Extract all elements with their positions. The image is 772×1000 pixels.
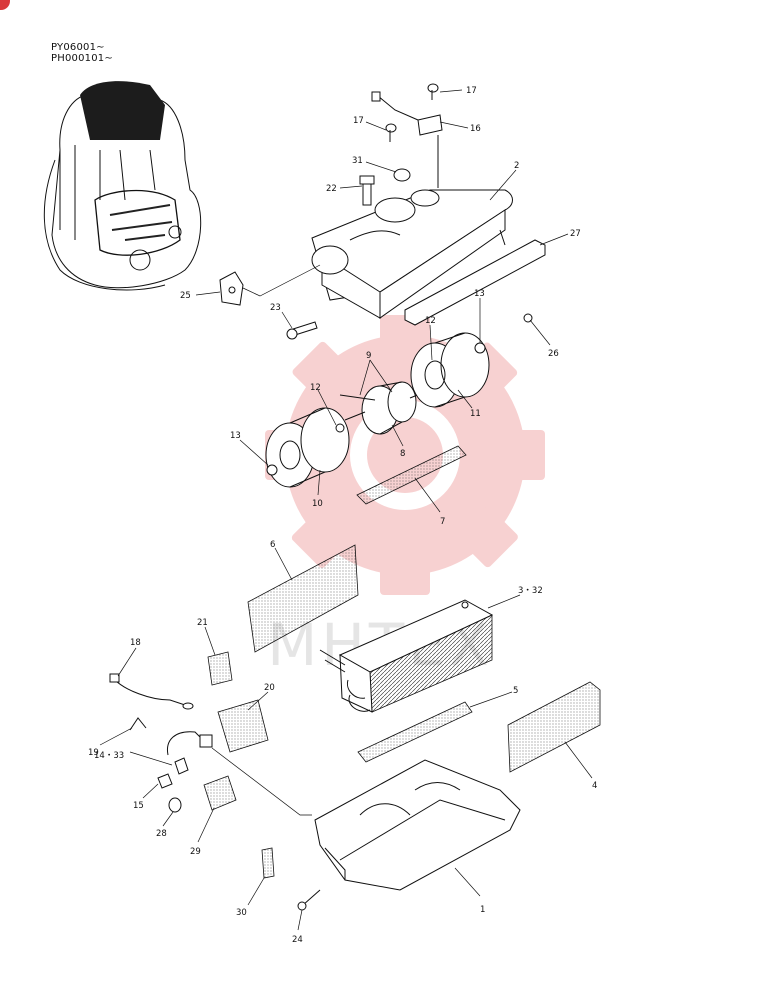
callout-4: 4 bbox=[592, 781, 597, 791]
serial-range-1: PY06001∼ bbox=[51, 42, 105, 53]
screw-24 bbox=[297, 889, 321, 911]
pad-29 bbox=[203, 775, 237, 811]
serial-range-2: PH000101∼ bbox=[51, 53, 113, 64]
pad-20 bbox=[217, 699, 269, 753]
callout-14-33: 14・33 bbox=[94, 751, 124, 761]
callout-21: 21 bbox=[197, 618, 208, 628]
callout-22: 22 bbox=[326, 184, 337, 194]
callout-12-right: 12 bbox=[425, 316, 436, 326]
callout-16: 16 bbox=[470, 124, 481, 134]
switch-14 bbox=[166, 731, 213, 775]
bracket-part bbox=[404, 239, 546, 326]
callout-5: 5 bbox=[513, 686, 518, 696]
callout-30: 30 bbox=[236, 908, 247, 918]
callout-25: 25 bbox=[180, 291, 191, 301]
pad-21 bbox=[207, 651, 233, 686]
seal-strip-part bbox=[356, 445, 467, 505]
resistor-16 bbox=[371, 91, 443, 136]
callout-19: 19 bbox=[88, 748, 99, 758]
callout-31: 31 bbox=[352, 156, 363, 166]
callout-15: 15 bbox=[133, 801, 144, 811]
connector-31 bbox=[393, 168, 411, 182]
callout-20: 20 bbox=[264, 683, 275, 693]
callout-23: 23 bbox=[270, 303, 281, 313]
cap-28 bbox=[168, 797, 182, 813]
mount-bracket-part bbox=[219, 271, 244, 306]
callout-17-top: 17 bbox=[466, 86, 477, 96]
machine-location-icon bbox=[43, 81, 202, 291]
callout-1: 1 bbox=[480, 905, 485, 915]
callout-9: 9 bbox=[366, 351, 371, 361]
cover-part bbox=[507, 681, 601, 773]
callout-24: 24 bbox=[292, 935, 303, 945]
callout-17-mid: 17 bbox=[353, 116, 364, 126]
callout-18: 18 bbox=[130, 638, 141, 648]
evaporator-part bbox=[319, 599, 494, 713]
thermistor-18 bbox=[109, 673, 194, 710]
callout-12-left: 12 bbox=[310, 383, 321, 393]
callout-11: 11 bbox=[470, 409, 481, 419]
callout-26: 26 bbox=[548, 349, 559, 359]
clip-15 bbox=[157, 773, 173, 789]
pad-30 bbox=[261, 847, 275, 879]
bolt-22 bbox=[359, 175, 375, 206]
callout-labels: 1 2 3・32 4 5 6 7 8 9 10 11 12 12 bbox=[88, 86, 597, 945]
blower-fan-left bbox=[265, 407, 350, 488]
screw-23 bbox=[286, 321, 318, 340]
callout-13-left: 13 bbox=[230, 431, 241, 441]
blower-fan-right bbox=[410, 332, 490, 408]
callout-7: 7 bbox=[440, 517, 445, 527]
blower-case-part bbox=[311, 189, 513, 319]
callout-27: 27 bbox=[570, 229, 581, 239]
callout-13-right: 13 bbox=[474, 289, 485, 299]
callout-28: 28 bbox=[156, 829, 167, 839]
callout-2: 2 bbox=[514, 161, 519, 171]
callout-10: 10 bbox=[312, 499, 323, 509]
callout-29: 29 bbox=[190, 847, 201, 857]
callout-8: 8 bbox=[400, 449, 405, 459]
corner-badge bbox=[0, 0, 10, 10]
clip-19 bbox=[129, 717, 147, 731]
callout-3-32: 3・32 bbox=[518, 586, 543, 596]
drain-pan-part bbox=[314, 759, 521, 891]
seal-bar-part bbox=[357, 701, 473, 763]
seal-panel-part bbox=[247, 544, 359, 653]
callout-6: 6 bbox=[270, 540, 275, 550]
